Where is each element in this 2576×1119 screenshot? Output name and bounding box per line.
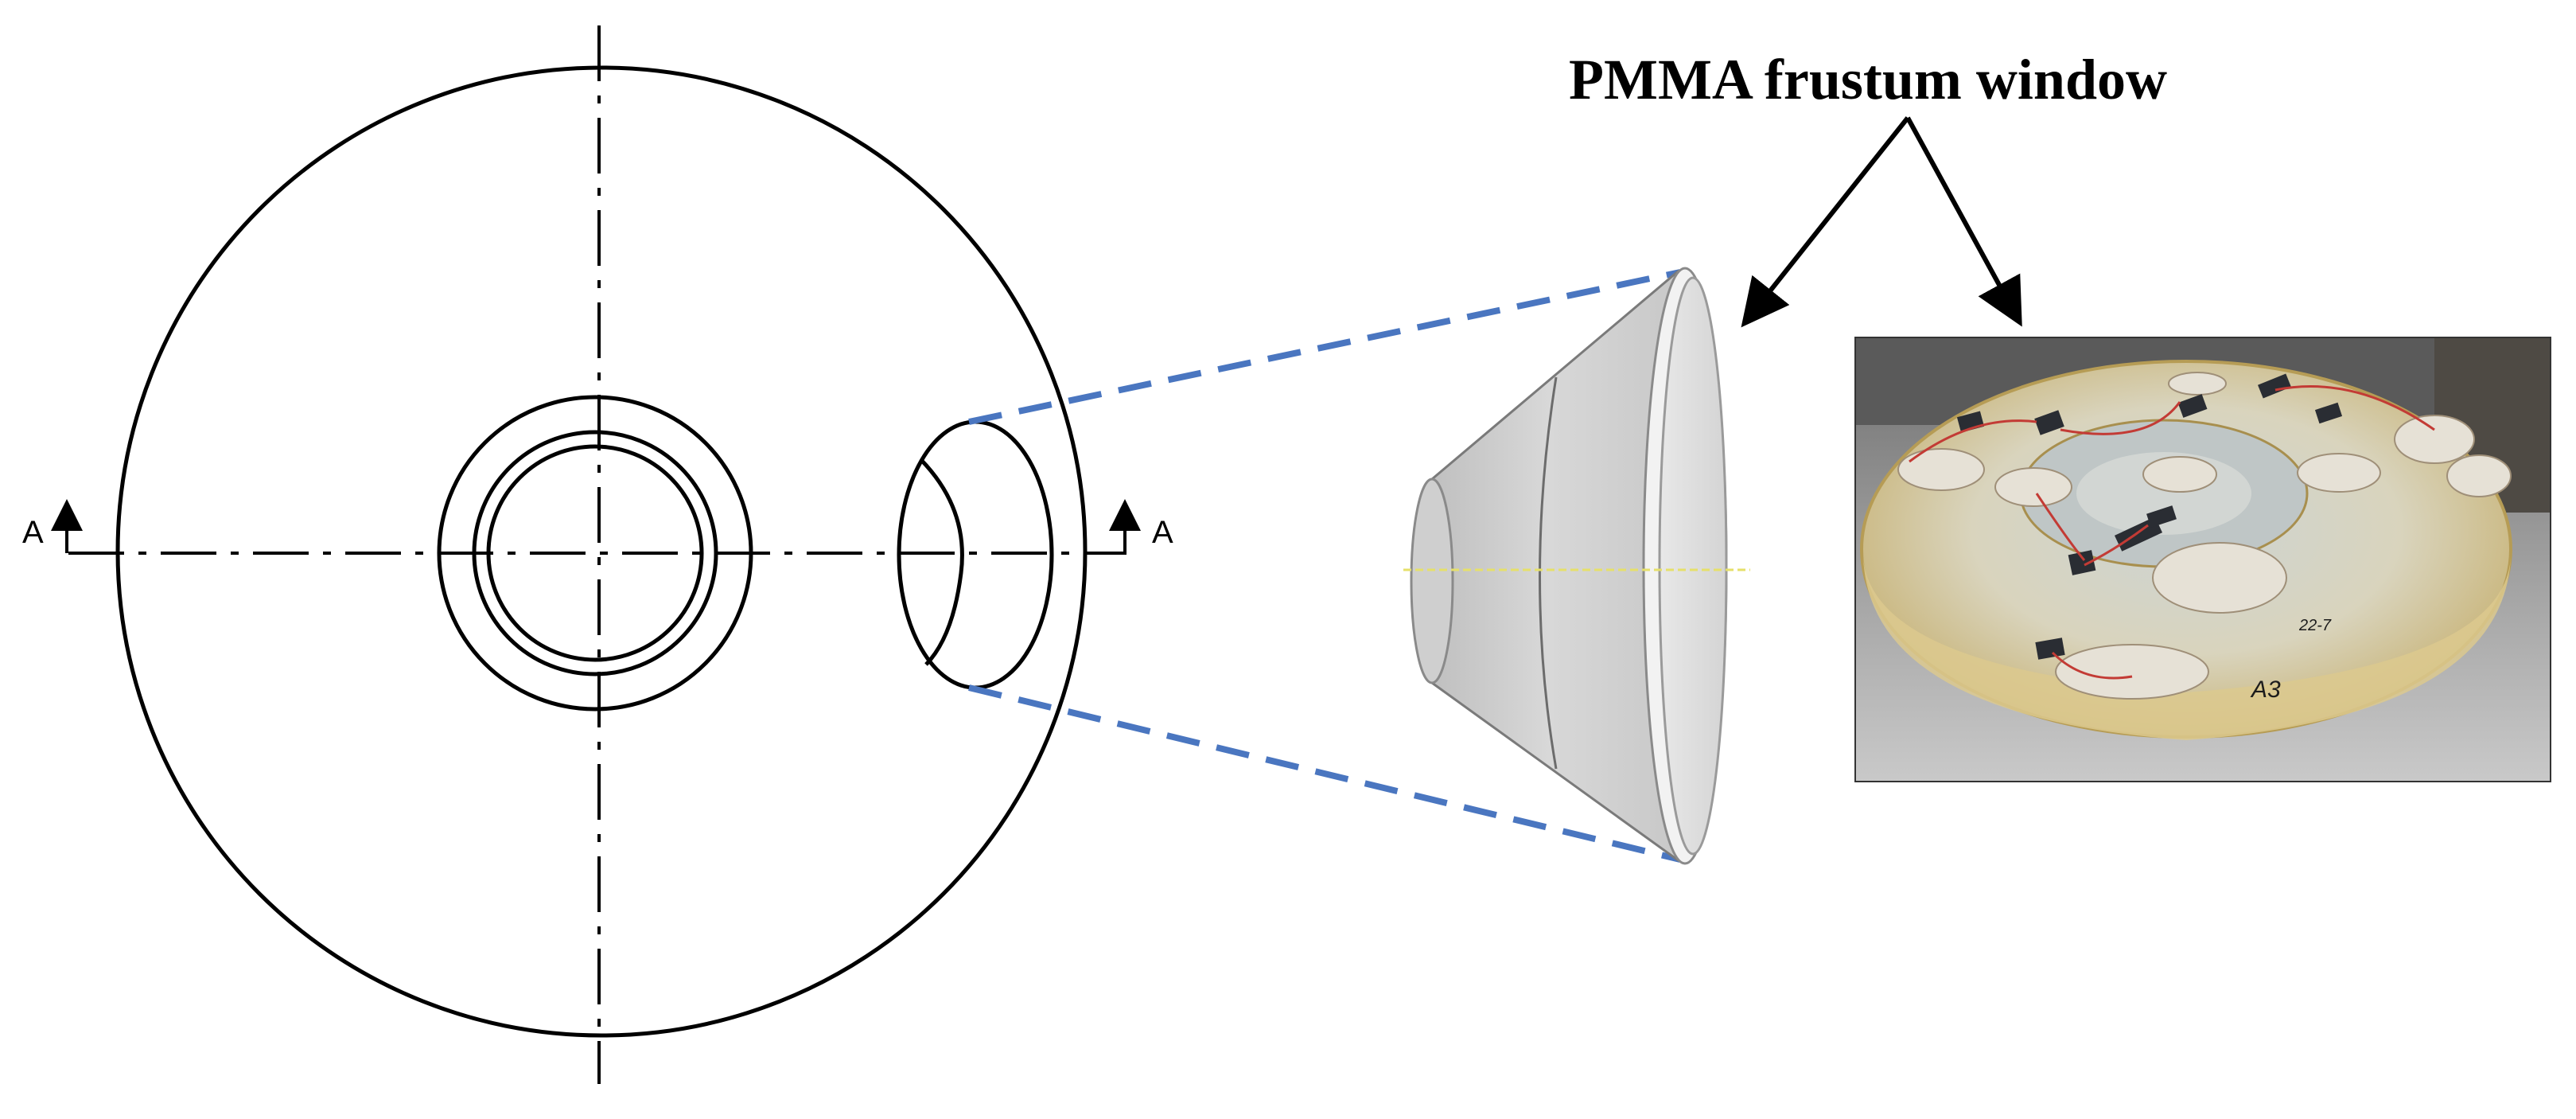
frustum-model — [1403, 267, 1750, 865]
window-opening-inner — [920, 458, 964, 666]
projection-line-top — [968, 269, 1681, 425]
strain-gauges — [1897, 372, 2512, 700]
lead-wires — [1909, 385, 2435, 680]
frustum-small-end — [1410, 478, 1454, 684]
arrow-to-photo — [1905, 116, 2022, 327]
technical-drawing — [51, 25, 1141, 1084]
callout-arrows — [1741, 116, 2022, 328]
section-marker-right: A — [1152, 515, 1173, 550]
projection-line-bottom — [968, 684, 1681, 863]
frustum-seam — [1539, 376, 1558, 770]
frustum-photo: A3 22-7 — [1855, 337, 2551, 782]
photo-frame — [1854, 337, 2551, 782]
callout-label: PMMA frustum window — [1569, 48, 2167, 111]
arrow-to-model — [1741, 116, 1910, 328]
frustum-large-face — [1658, 276, 1728, 856]
section-marker-left: A — [22, 515, 44, 550]
tape-strips — [1956, 373, 2343, 660]
frustum-side — [1418, 269, 1679, 862]
photo-mark-22-7: 22-7 — [2298, 617, 2332, 634]
projection-lines — [968, 269, 1681, 863]
window-rim — [1863, 557, 2511, 740]
photo-mark-a3: A3 — [2250, 676, 2281, 703]
